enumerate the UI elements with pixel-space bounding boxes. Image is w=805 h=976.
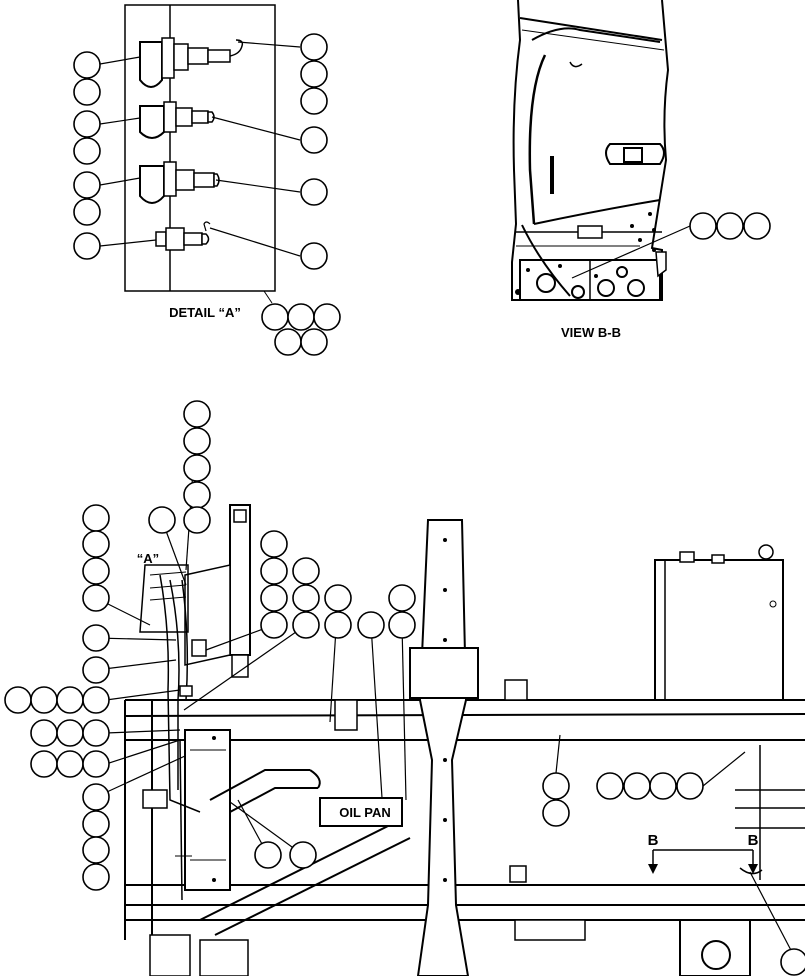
callout-balloons — [4, 33, 805, 976]
callout-balloon — [30, 750, 58, 778]
callout-balloon — [649, 772, 677, 800]
callout-balloon — [82, 863, 110, 891]
callout-balloon — [300, 178, 328, 206]
fitting-1 — [139, 37, 244, 88]
main-chassis-view — [95, 413, 805, 976]
callout-balloon — [82, 624, 110, 652]
section-b-left-label: B — [648, 832, 659, 849]
callout-balloon — [388, 611, 416, 639]
callout-balloon — [183, 506, 211, 534]
callout-balloon — [623, 772, 651, 800]
oil-pan-box — [319, 797, 403, 827]
detail-a-caption: DETAIL “A” — [169, 305, 241, 320]
callout-balloon — [292, 611, 320, 639]
callout-balloon — [676, 772, 704, 800]
callout-balloon — [292, 584, 320, 612]
callout-balloon — [292, 557, 320, 585]
callout-balloon — [324, 611, 352, 639]
callout-balloon — [300, 242, 328, 270]
view-bb-drawing — [511, 0, 691, 301]
callout-balloon — [260, 584, 288, 612]
detail-a-leaders — [99, 41, 301, 257]
bottom-mounts — [142, 679, 586, 976]
detail-a-location — [139, 564, 207, 813]
callout-balloon — [260, 530, 288, 558]
callout-balloon — [274, 328, 302, 356]
callout-balloon — [183, 400, 211, 428]
callout-balloon — [300, 328, 328, 356]
callout-balloon — [73, 198, 101, 226]
exhaust-pipe — [199, 769, 411, 936]
callout-balloon — [82, 750, 110, 778]
callout-balloon — [82, 836, 110, 864]
fitting-3 — [139, 161, 220, 204]
callout-balloon — [596, 772, 624, 800]
callout-balloon — [542, 772, 570, 800]
callout-balloon — [261, 303, 289, 331]
callout-balloon — [313, 303, 341, 331]
callout-balloon — [82, 504, 110, 532]
callout-balloon — [260, 611, 288, 639]
rear-wheel — [679, 919, 751, 976]
callout-balloon — [689, 212, 717, 240]
callout-balloon — [56, 686, 84, 714]
view-bb-caption: VIEW B-B — [561, 325, 621, 340]
callout-balloon — [542, 799, 570, 827]
detail-a-panel — [124, 4, 276, 292]
fitting-4 — [155, 221, 211, 251]
callout-balloon — [388, 584, 416, 612]
callout-balloon — [73, 137, 101, 165]
callout-balloon — [4, 686, 32, 714]
oil-pan-label: OIL PAN — [339, 805, 391, 820]
callout-balloon — [287, 303, 315, 331]
detail-a-drawing — [99, 4, 301, 304]
callout-balloon — [82, 584, 110, 612]
callout-balloon — [183, 454, 211, 482]
callout-balloon — [300, 87, 328, 115]
section-b-right-label: B — [748, 832, 759, 849]
callout-balloon — [56, 719, 84, 747]
callout-balloon — [324, 584, 352, 612]
engine-block — [175, 729, 231, 891]
fitting-2 — [139, 101, 215, 139]
right-side-pipes — [735, 745, 805, 880]
callout-balloon — [82, 783, 110, 811]
callout-balloon — [73, 78, 101, 106]
section-marker-b — [648, 849, 763, 875]
callout-balloon — [743, 212, 771, 240]
callout-balloon — [73, 51, 101, 79]
callout-balloon — [183, 427, 211, 455]
callout-balloon — [254, 841, 282, 869]
callout-balloon — [300, 126, 328, 154]
callout-balloon — [289, 841, 317, 869]
callout-balloon — [73, 171, 101, 199]
callout-balloon — [148, 506, 176, 534]
cross-beam — [409, 519, 479, 976]
callout-balloon — [82, 719, 110, 747]
callout-balloon — [82, 686, 110, 714]
callout-balloon — [82, 530, 110, 558]
callout-balloon — [300, 60, 328, 88]
callout-balloon — [73, 232, 101, 260]
callout-balloon — [183, 481, 211, 509]
callout-balloon — [56, 750, 84, 778]
callout-balloon — [260, 557, 288, 585]
callout-balloon — [300, 33, 328, 61]
callout-balloon — [30, 686, 58, 714]
callout-balloon — [716, 212, 744, 240]
callout-balloon — [73, 110, 101, 138]
callout-balloon — [82, 656, 110, 684]
callout-balloon — [30, 719, 58, 747]
callout-balloon — [82, 810, 110, 838]
detail-a-marker: “A” — [137, 551, 159, 566]
callout-balloon — [357, 611, 385, 639]
callout-balloon — [82, 557, 110, 585]
callout-balloon — [780, 948, 805, 976]
hydraulic-tank — [654, 544, 784, 701]
